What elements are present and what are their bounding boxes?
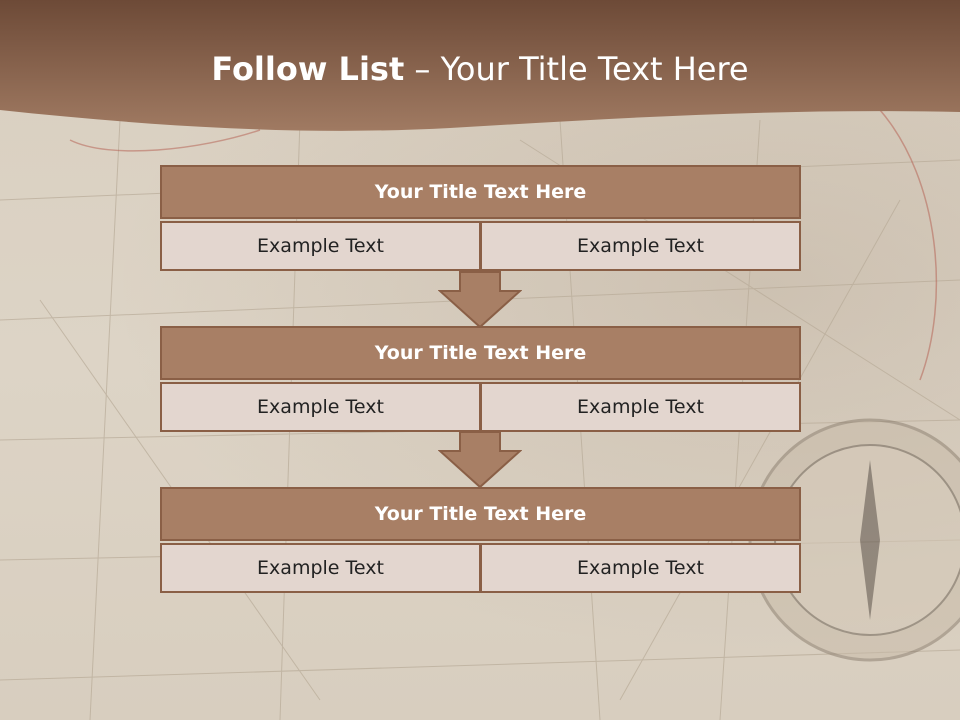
block-cell-left: Example Text xyxy=(160,382,481,432)
header-band xyxy=(0,0,960,140)
block-cell-right: Example Text xyxy=(480,543,801,593)
page-title-bold: Follow List xyxy=(211,50,405,88)
block-cell-left: Example Text xyxy=(160,543,481,593)
block-title: Your Title Text Here xyxy=(160,326,801,380)
page-title: Follow List – Your Title Text Here xyxy=(0,50,960,88)
block-title: Your Title Text Here xyxy=(160,487,801,541)
block-cell-right: Example Text xyxy=(480,221,801,271)
block-cell-right: Example Text xyxy=(480,382,801,432)
block-cell-left: Example Text xyxy=(160,221,481,271)
block-title: Your Title Text Here xyxy=(160,165,801,219)
page-title-rest: – Your Title Text Here xyxy=(404,50,749,88)
down-arrow-icon xyxy=(438,271,522,329)
down-arrow-icon xyxy=(438,431,522,489)
